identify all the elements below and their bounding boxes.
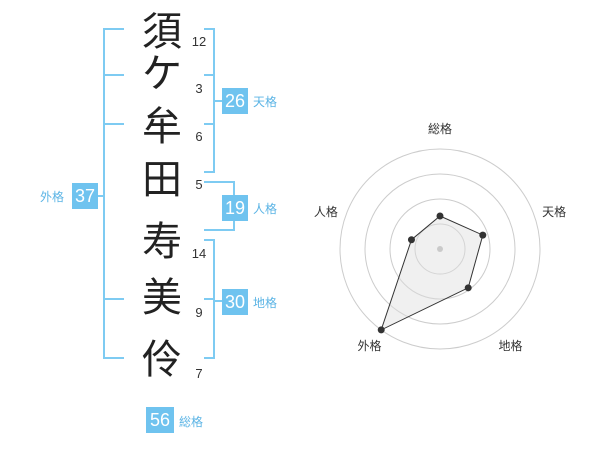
radar-series-polygon (380, 215, 484, 331)
gaikaku-label: 外格 (40, 190, 65, 204)
radar-axis-label: 人格 (314, 204, 338, 219)
radar-axis-label: 外格 (357, 338, 381, 353)
radar-point-4 (377, 326, 385, 334)
chikaku-value: 30 (222, 289, 248, 315)
name-char-3: 牟 (142, 104, 182, 150)
stroke-count-2: 3 (195, 81, 203, 96)
radar-axis-label: 天格 (542, 204, 566, 219)
stroke-count-3: 6 (195, 129, 203, 144)
radar-rings (339, 148, 541, 350)
radar-axis-label: 地格 (498, 338, 522, 353)
tenkaku-label: 天格 (253, 95, 278, 109)
radar-point-2 (479, 231, 487, 239)
stroke-count-1: 12 (191, 34, 207, 49)
radar-ring (389, 198, 491, 300)
soukaku-label: 総格 (179, 415, 204, 429)
chikaku-label: 地格 (253, 296, 278, 310)
name-char-2: ケ (142, 51, 182, 97)
radar-ring (414, 223, 466, 275)
radar-point-3 (464, 284, 472, 292)
jinkaku-label: 人格 (253, 202, 278, 216)
stroke-count-5: 14 (191, 246, 207, 261)
stroke-count-6: 9 (195, 305, 203, 320)
radar-ring (364, 173, 516, 325)
radar-ring (339, 148, 541, 350)
tenkaku-bracket (204, 28, 215, 173)
radar-point-5 (407, 236, 415, 244)
soukaku-value: 56 (146, 407, 174, 433)
gaikaku-value: 37 (72, 183, 98, 209)
stroke-count-4: 5 (195, 177, 203, 192)
name-char-6: 美 (142, 275, 182, 321)
name-char-4: 田 (142, 157, 182, 203)
stroke-count-7: 7 (195, 366, 203, 381)
name-char-5: 寿 (142, 219, 182, 265)
radar-point-1 (436, 212, 444, 220)
jinkaku-value: 19 (222, 195, 248, 221)
tenkaku-value: 26 (222, 88, 248, 114)
radar-polygon-layer (377, 212, 487, 334)
name-char-7: 伶 (142, 337, 182, 383)
radar-center-dot (437, 246, 443, 252)
gaikaku-bracket (103, 28, 124, 359)
radar-axis-label: 総格 (428, 121, 452, 136)
name-char-1: 須 (142, 9, 182, 55)
